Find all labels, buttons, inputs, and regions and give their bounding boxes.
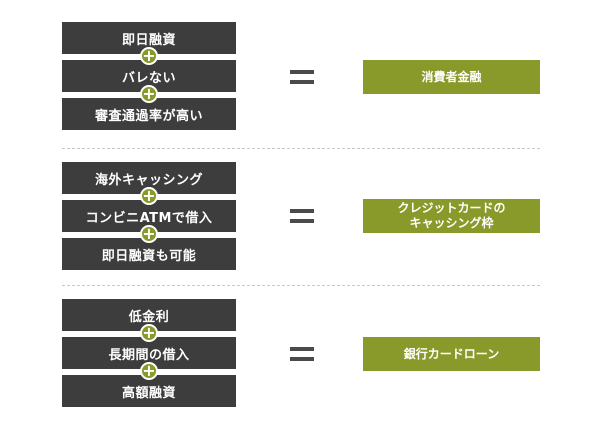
equals-icon (290, 209, 314, 223)
result-box: 消費者金融 (363, 60, 540, 94)
plus-circle-icon: + (140, 324, 158, 342)
condition-box: 即日融資も可能 (62, 238, 236, 270)
plus-circle-icon: + (140, 362, 158, 380)
condition-box: 高額融資 (62, 375, 236, 407)
plus-circle-icon: + (140, 85, 158, 103)
plus-circle-icon: + (140, 187, 158, 205)
plus-circle-icon: + (140, 47, 158, 65)
result-box: クレジットカードの キャッシング枠 (363, 199, 540, 233)
divider (62, 148, 540, 149)
plus-circle-icon: + (140, 225, 158, 243)
condition-box: 審査通過率が高い (62, 98, 236, 130)
equals-icon (290, 347, 314, 361)
result-box: 銀行カードローン (363, 337, 540, 371)
divider (62, 285, 540, 286)
equals-icon (290, 70, 314, 84)
